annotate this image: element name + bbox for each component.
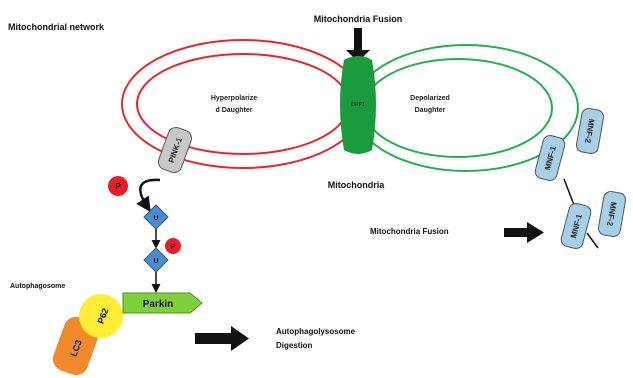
fusion-right-arrow <box>504 222 544 243</box>
mnf-2-top: MNF-2 <box>575 108 605 154</box>
pink1-to-ubiquitin-arrow <box>136 178 161 213</box>
autophagolysosome-label-2: Digestion <box>276 341 313 350</box>
left-ring-label-1: Hyperpolarize <box>211 95 257 102</box>
fusion-right-label: Mitochondria Fusion <box>370 227 449 236</box>
phospho-circle-1: P <box>108 176 128 196</box>
right-ring-label-1: Depolarized <box>410 95 450 102</box>
parkin-protein: Parkin <box>122 292 203 314</box>
phospho-label-1: P <box>115 182 121 191</box>
mnf-cluster: MNF-1 MNF-2 MNF-1 MNF-2 <box>534 108 627 250</box>
left-mitochondrion <box>121 39 365 169</box>
ubiquitin-label-2: U <box>153 258 158 265</box>
left-ring-outer <box>121 39 365 169</box>
autophagosome-label: Autophagosome <box>10 283 65 290</box>
phospho-label-2: P <box>171 244 176 251</box>
mnf-1-bottom: MNF-1 <box>560 202 592 250</box>
ubiquitin-1: U <box>143 204 169 230</box>
ubiquitin-2: U <box>143 247 169 273</box>
p62-protein: P62 <box>79 294 123 338</box>
right-ring-label-2: Daughter <box>415 107 446 114</box>
mnf-2-bottom-label: MNF-2 <box>605 201 618 227</box>
diagram-title: Mitochondrial network <box>8 22 105 32</box>
mnf-link-2 <box>586 232 599 249</box>
pink1-protein: PINK-1 <box>157 126 193 174</box>
autophagolysosome-label-1: Autophagolysosome <box>276 327 356 336</box>
mnf-link-1 <box>563 178 575 206</box>
left-ring-label-2: d Daughter <box>216 107 253 114</box>
fusion-top-label: Mitochondria Fusion <box>314 14 403 24</box>
fusion-junction <box>340 56 376 154</box>
mnf-2-top-label: MNF-2 <box>583 118 596 144</box>
mnf-2-bottom: MNF-2 <box>597 191 627 237</box>
autophagolysosome-arrow <box>195 326 249 351</box>
junction-label: DRP1 <box>351 102 365 108</box>
parkin-label: Parkin <box>143 299 174 310</box>
ubiquitin-label-1: U <box>153 215 158 222</box>
right-ring-inner <box>363 58 553 158</box>
phospho-circle-2: P <box>165 238 181 254</box>
mitochondria-label: Mitochondria <box>328 180 385 190</box>
mnf-1-top: MNF-1 <box>534 134 566 182</box>
